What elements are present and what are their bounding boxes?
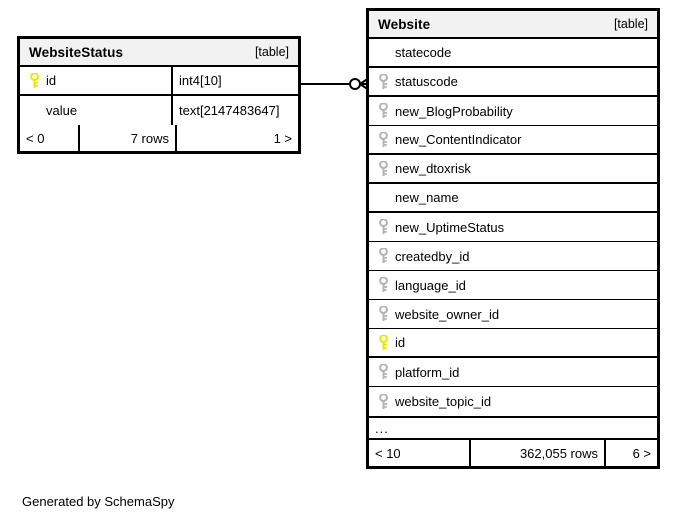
foreign-key-icon xyxy=(369,103,395,119)
column-type: text[2147483647] xyxy=(171,96,298,125)
table-type-tag: [table] xyxy=(254,45,289,59)
table-footer-website: < 10 362,055 rows 6 > xyxy=(369,440,657,466)
column-name: id xyxy=(46,73,57,88)
table-row[interactable]: statecode xyxy=(369,39,657,68)
prev-page-link[interactable]: < 10 xyxy=(375,445,401,461)
generated-by-caption: Generated by SchemaSpy xyxy=(22,494,175,509)
foreign-key-icon xyxy=(369,248,395,264)
row-count: 362,055 rows xyxy=(469,440,606,466)
table-header-websitestatus: WebsiteStatus [table] xyxy=(20,39,298,67)
table-row[interactable]: website_topic_id xyxy=(369,387,657,416)
column-name: new_BlogProbability xyxy=(395,103,513,119)
column-name: statuscode xyxy=(395,74,458,89)
table-row[interactable]: new_dtoxrisk xyxy=(369,155,657,184)
column-name: website_topic_id xyxy=(395,394,492,409)
primary-key-icon xyxy=(20,72,46,89)
primary-key-icon xyxy=(369,334,395,351)
table-header-website: Website [table] xyxy=(369,11,657,39)
table-row[interactable]: id xyxy=(369,329,657,358)
table-row[interactable]: createdby_id xyxy=(369,242,657,271)
table-row[interactable]: new_ContentIndicator xyxy=(369,126,657,155)
column-name: createdby_id xyxy=(395,248,470,264)
column-name: platform_id xyxy=(395,364,460,380)
table-title: WebsiteStatus xyxy=(29,44,124,60)
column-name: new_name xyxy=(395,190,459,205)
foreign-key-icon xyxy=(369,160,395,177)
foreign-key-icon xyxy=(369,393,395,410)
table-row[interactable]: new_name xyxy=(369,184,657,213)
next-page-link[interactable]: 1 > xyxy=(273,130,292,146)
column-list-websitestatus: id int4[10] value text[2147483647] xyxy=(20,67,298,125)
column-type: int4[10] xyxy=(171,67,298,94)
table-websitestatus[interactable]: WebsiteStatus [table] id int4[10] value … xyxy=(17,36,301,154)
table-row[interactable]: statuscode xyxy=(369,68,657,97)
next-page-link[interactable]: 6 > xyxy=(632,445,651,461)
table-row[interactable]: id int4[10] xyxy=(20,67,298,96)
column-name: website_owner_id xyxy=(395,306,500,322)
foreign-key-icon xyxy=(369,219,395,235)
row-count: 7 rows xyxy=(78,125,177,151)
table-row[interactable]: value text[2147483647] xyxy=(20,96,298,125)
foreign-key-icon xyxy=(369,306,395,322)
more-columns-indicator: ... xyxy=(369,416,657,440)
column-name: language_id xyxy=(395,277,466,293)
foreign-key-icon xyxy=(369,364,395,380)
table-footer-websitestatus: < 0 7 rows 1 > xyxy=(20,125,298,151)
foreign-key-icon xyxy=(369,131,395,148)
column-list-website: statecode statuscode xyxy=(369,39,657,416)
column-name: new_ContentIndicator xyxy=(395,132,522,147)
table-row[interactable]: website_owner_id xyxy=(369,300,657,329)
column-name: new_UptimeStatus xyxy=(395,219,505,235)
table-row[interactable]: new_UptimeStatus xyxy=(369,213,657,242)
table-row[interactable]: new_BlogProbability xyxy=(369,97,657,126)
table-row[interactable]: language_id xyxy=(369,271,657,300)
table-website[interactable]: Website [table] statecode statuscode xyxy=(366,8,660,469)
foreign-key-icon xyxy=(369,73,395,90)
table-type-tag: [table] xyxy=(613,17,648,31)
column-name: new_dtoxrisk xyxy=(395,161,471,176)
column-name: statecode xyxy=(395,45,452,60)
foreign-key-icon xyxy=(369,277,395,293)
column-name: id xyxy=(395,335,406,350)
column-name: value xyxy=(46,103,78,118)
prev-page-link[interactable]: < 0 xyxy=(26,130,45,146)
table-title: Website xyxy=(378,16,431,32)
relationship-connector xyxy=(300,70,370,98)
table-row[interactable]: platform_id xyxy=(369,358,657,387)
